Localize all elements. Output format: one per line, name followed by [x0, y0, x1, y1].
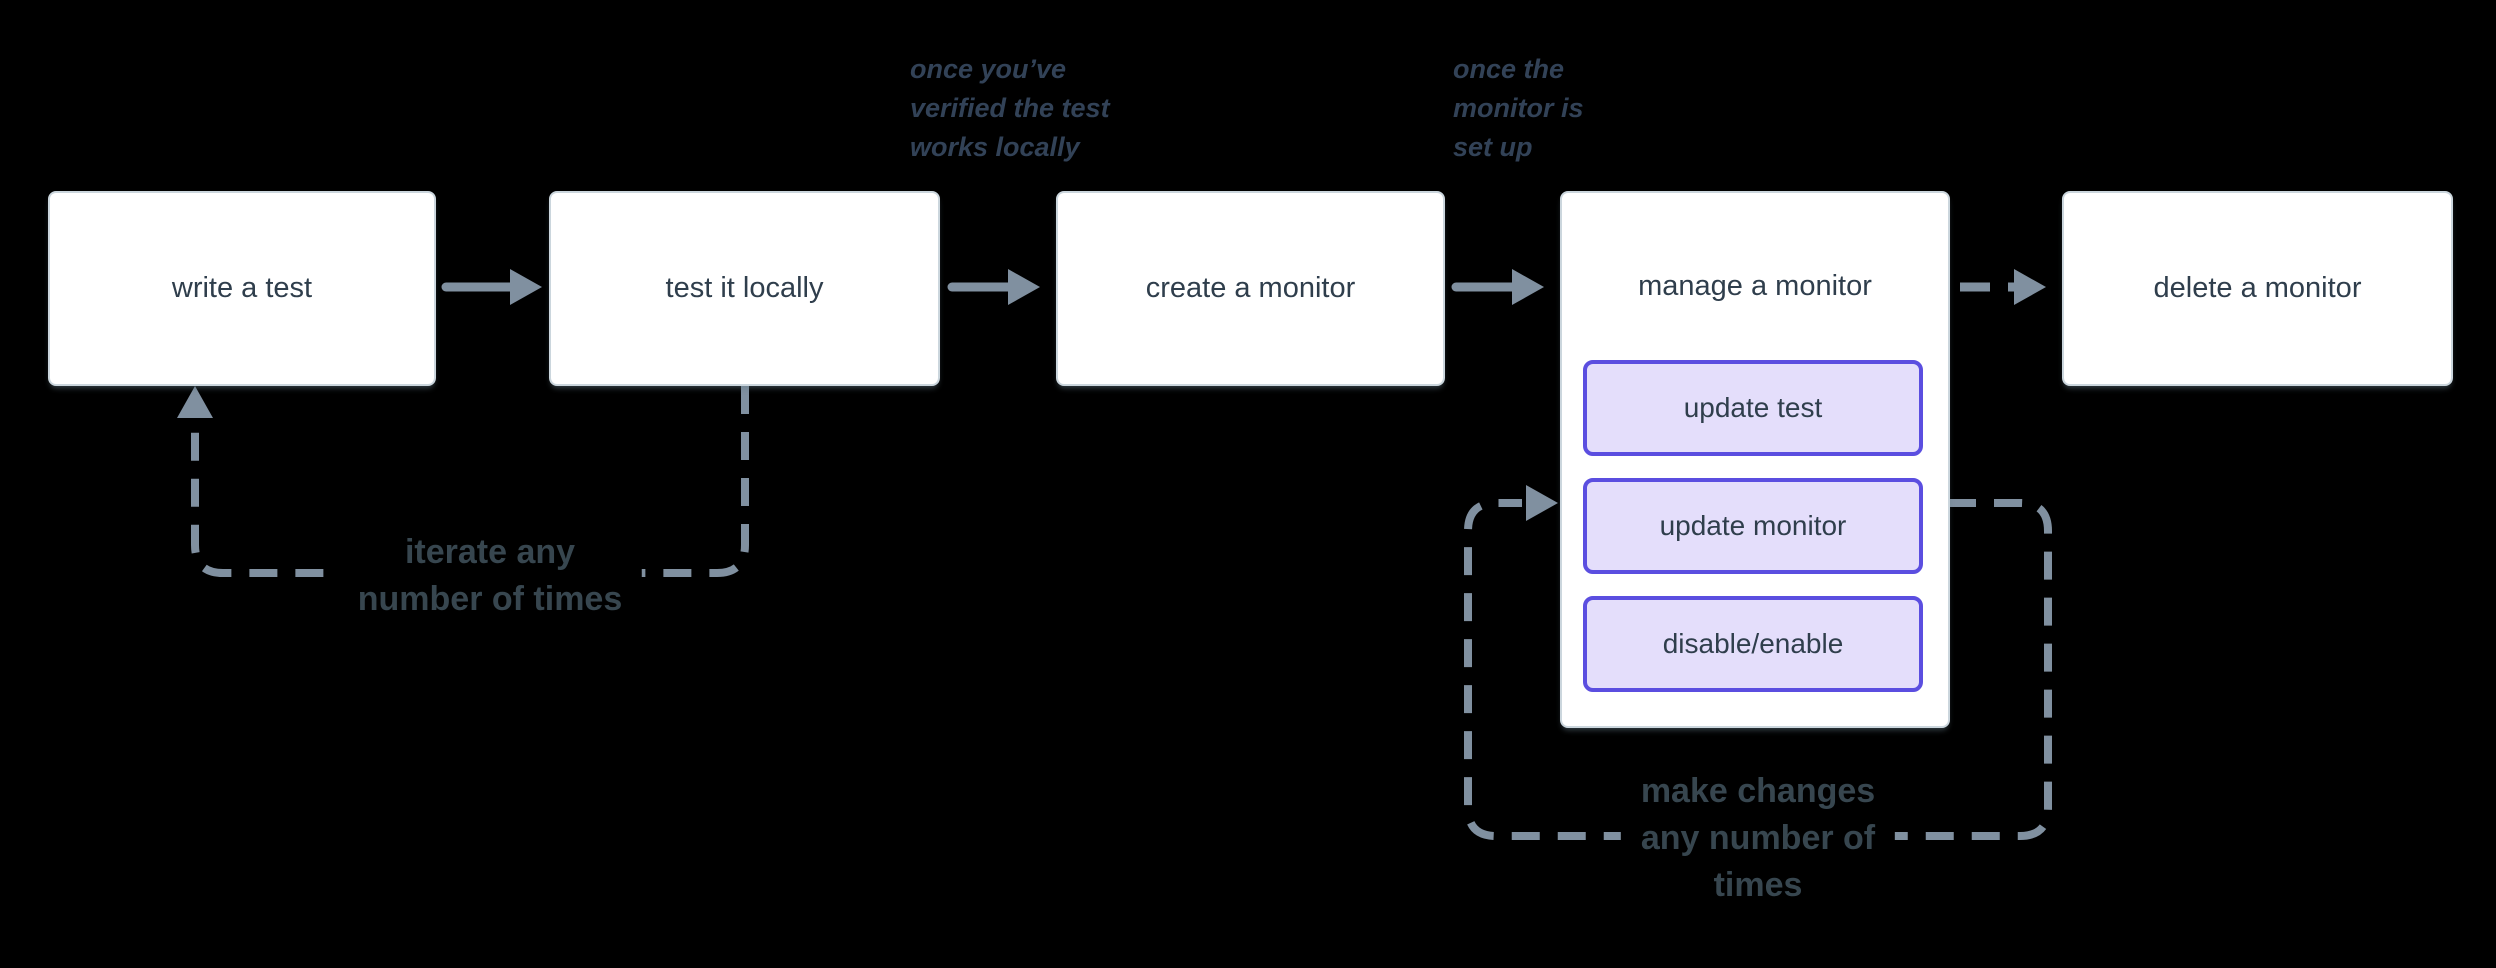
annotation-monitor-set-up: once the monitor is set up	[1453, 50, 1584, 167]
annotation-line: monitor is	[1453, 93, 1584, 123]
button-label: disable/enable	[1662, 628, 1844, 659]
button-label: update monitor	[1659, 510, 1847, 541]
node-label: manage a monitor	[1638, 270, 1872, 302]
annotation-line: set up	[1453, 132, 1533, 162]
node-label: write a test	[171, 272, 313, 304]
arrow-write-to-test	[441, 269, 542, 305]
annotation-verified-locally: once you’ve verified the test works loca…	[910, 50, 1110, 167]
annotation-line: once you’ve	[910, 54, 1067, 84]
button-disable-enable: disable/enable	[1583, 596, 1923, 692]
annotation-line: once the	[1453, 54, 1565, 84]
button-label: update test	[1683, 392, 1823, 423]
node-label: test it locally	[665, 272, 824, 304]
loop-label-line: iterate any	[404, 533, 576, 571]
arrow-create-to-manage	[1451, 269, 1544, 305]
arrow-test-to-create	[947, 269, 1040, 305]
loop-label-make-changes: make changes any number of times	[1620, 766, 1896, 911]
loop-label-line: times	[1713, 866, 1803, 904]
loop-label-line: any number of	[1640, 819, 1876, 857]
node-label: create a monitor	[1145, 272, 1356, 304]
arrow-manage-to-delete	[1960, 269, 2046, 305]
button-update-monitor: update monitor	[1583, 478, 1923, 574]
annotation-line: verified the test	[910, 93, 1110, 123]
button-update-test: update test	[1583, 360, 1923, 456]
loop-label-iterate: iterate any number of times	[337, 527, 643, 625]
annotation-line: works locally	[910, 132, 1080, 162]
node-test-it-locally: test it locally	[549, 191, 940, 386]
loop-label-line: number of times	[357, 580, 623, 618]
node-label: delete a monitor	[2153, 272, 2362, 304]
node-create-a-monitor: create a monitor	[1056, 191, 1445, 386]
node-delete-a-monitor: delete a monitor	[2062, 191, 2453, 386]
node-write-a-test: write a test	[48, 191, 436, 386]
node-manage-a-monitor: manage a monitor update test update moni…	[1560, 191, 1950, 728]
loop-label-line: make changes	[1640, 772, 1876, 810]
